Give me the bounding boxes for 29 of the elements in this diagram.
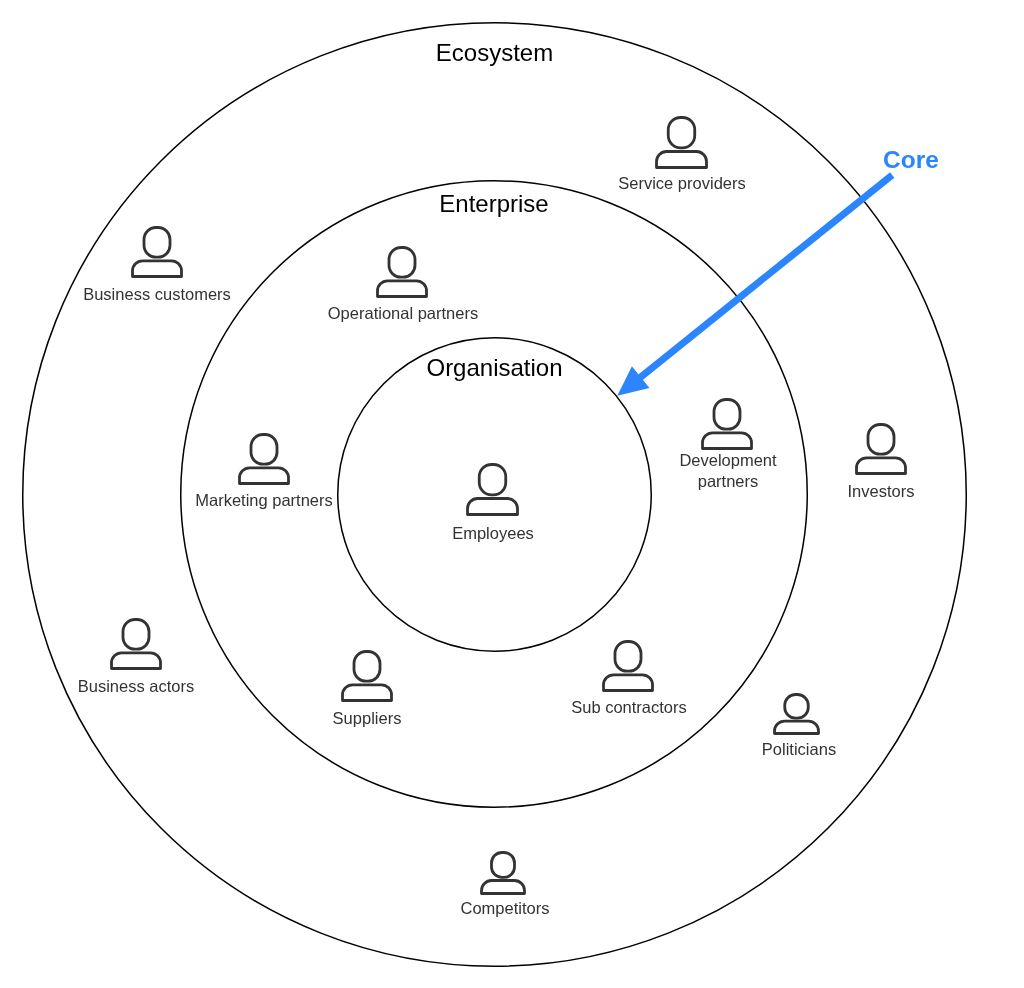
person-icon	[701, 398, 753, 450]
person-icon	[655, 116, 708, 169]
person-icon	[602, 640, 654, 692]
person-icon	[238, 433, 290, 485]
person-icon	[110, 618, 162, 670]
person-icon	[480, 851, 526, 895]
person-caption: Service providers	[618, 172, 746, 194]
person-caption: Competitors	[460, 897, 550, 919]
person-icon	[341, 650, 393, 702]
ring-title: Enterprise	[439, 190, 549, 218]
person-caption: Suppliers	[332, 707, 402, 729]
person-caption: Employees	[452, 522, 534, 544]
person-caption: Business actors	[77, 675, 195, 697]
callout-label: Core	[883, 145, 939, 175]
person-icon	[376, 246, 428, 298]
person-caption: Marketing partners	[195, 489, 333, 511]
person-icon	[466, 463, 519, 516]
person-icon	[131, 226, 183, 278]
person-caption: Investors	[847, 480, 915, 502]
arrow	[617, 172, 895, 396]
person-caption: Development partners	[678, 449, 778, 492]
ring-title: Organisation	[426, 354, 563, 382]
person-caption: Business customers	[83, 283, 231, 305]
person-caption: Sub contractors	[571, 696, 687, 718]
person-icon	[773, 693, 820, 735]
person-caption: Politicians	[761, 738, 837, 760]
person-caption: Operational partners	[327, 302, 479, 324]
person-icon	[855, 423, 907, 475]
ring-title: Ecosystem	[435, 38, 554, 67]
